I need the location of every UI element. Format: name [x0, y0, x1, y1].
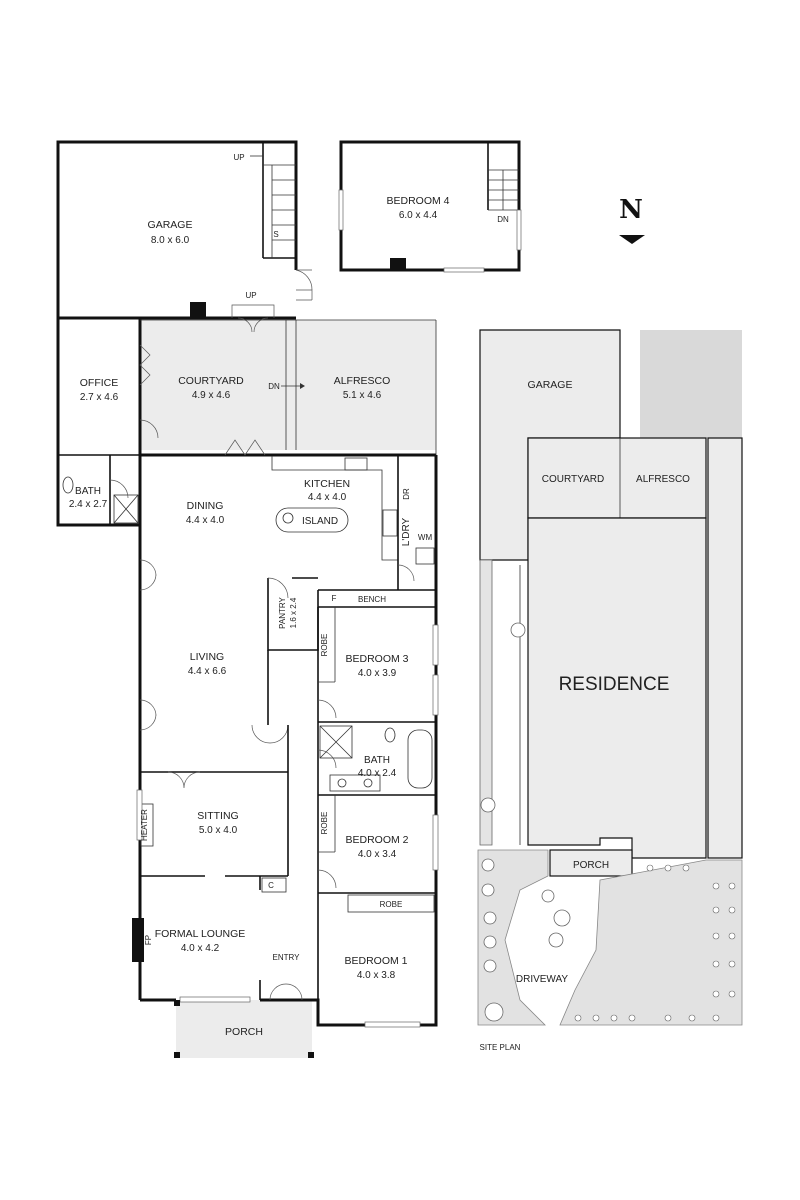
formal-lounge-fireplace: [132, 918, 144, 962]
bath-main-room-dims: 4.0 x 2.4: [358, 768, 397, 779]
small-bath-walls: [58, 454, 140, 525]
pantry-room-dims: 1.6 x 2.4: [289, 597, 298, 628]
site-plan-title: SITE PLAN: [480, 1043, 521, 1052]
heater-label: HEATER: [140, 809, 149, 841]
courtyard-dn-label: DN: [268, 382, 280, 391]
site-plan-residence-label: RESIDENCE: [559, 674, 670, 695]
front-porch-label: PORCH: [225, 1026, 263, 1038]
alfresco-room-name: ALFRESCO: [334, 375, 391, 387]
front-porch: [174, 1000, 314, 1058]
garage-block: [56, 140, 313, 333]
bedroom3-walls: [317, 607, 439, 723]
bedroom1-room-dims: 4.0 x 3.8: [357, 970, 396, 981]
dining-room-dims: 4.4 x 4.0: [186, 515, 225, 526]
bedroom1-walls: [317, 893, 435, 1028]
formal-lounge-walls: [132, 876, 303, 1003]
porch-paving: [176, 1000, 312, 1058]
bedroom2-room-dims: 4.0 x 3.4: [358, 849, 397, 860]
bedroom1-robe-label: ROBE: [380, 900, 403, 909]
office-room-dims: 2.7 x 4.6: [80, 392, 119, 403]
washing-machine-label: WM: [418, 533, 433, 542]
bedroom2-room-name: BEDROOM 2: [345, 834, 408, 846]
sitting-room-dims: 5.0 x 4.0: [199, 825, 238, 836]
bedroom1-room-name: BEDROOM 1: [344, 955, 407, 967]
formal-lounge-room-name: FORMAL LOUNGE: [155, 928, 246, 940]
office-room-name: OFFICE: [80, 377, 119, 389]
bedroom2-walls: [317, 795, 439, 894]
fireplace-fp-label: FP: [144, 935, 153, 945]
living-walls: [139, 559, 289, 744]
upper-room-walls: [139, 318, 437, 456]
bath-main-room-name: BATH: [364, 755, 390, 766]
site-plan-garage-label: GARAGE: [528, 379, 573, 391]
garage-room-name: GARAGE: [148, 219, 193, 231]
site-plan-driveway-label: DRIVEWAY: [516, 974, 569, 985]
bedroom4-stair-dn-label: DN: [497, 215, 509, 224]
pantry-room-name: PANTRY: [278, 596, 287, 628]
bedroom4-room-name: BEDROOM 4: [386, 195, 449, 207]
fridge-label: F: [332, 594, 337, 603]
bedroom2-robe-label: ROBE: [320, 812, 329, 835]
garage-room-dims: 8.0 x 6.0: [151, 235, 190, 246]
bedroom3-room-name: BEDROOM 3: [345, 653, 408, 665]
garage-fireplace-block: [190, 302, 206, 318]
living-room-name: LIVING: [190, 651, 224, 663]
bedroom4-fireplace-block: [390, 258, 406, 270]
garage-door-up-label: UP: [245, 291, 256, 300]
site-plan-alfresco-label: ALFRESCO: [636, 474, 690, 485]
bedroom3-room-dims: 4.0 x 3.9: [358, 668, 397, 679]
sitting-room-name: SITTING: [197, 810, 238, 822]
courtyard-alfresco-paving: [140, 320, 436, 450]
bath-small-room-dims: 2.4 x 2.7: [69, 499, 108, 510]
kitchen-room-name: KITCHEN: [304, 478, 350, 490]
north-arrow-icon: [619, 235, 645, 244]
site-plan-courtyard-label: COURTYARD: [542, 474, 604, 485]
bedroom3-robe-label: ROBE: [320, 634, 329, 657]
laundry-label: L'DRY: [401, 517, 412, 546]
site-plan-porch-label: PORCH: [573, 860, 609, 871]
kitchen-room-dims: 4.4 x 4.0: [308, 492, 347, 503]
courtyard-room-dims: 4.9 x 4.6: [192, 390, 231, 401]
island-label: ISLAND: [302, 516, 338, 527]
main-bath-walls: [317, 722, 436, 796]
garage-stair-up-label: UP: [233, 153, 244, 162]
garage-stair-s-label: S: [273, 230, 278, 239]
closet-c-label: C: [268, 881, 274, 890]
bedroom4-block: [338, 140, 522, 273]
sitting-walls: [136, 725, 289, 877]
courtyard-room-name: COURTYARD: [178, 375, 244, 387]
living-room-dims: 4.4 x 6.6: [188, 666, 227, 677]
bench-label: BENCH: [358, 595, 386, 604]
north-label: N: [619, 195, 643, 225]
dryer-label: DR: [402, 488, 411, 500]
site-plan: [477, 329, 743, 1026]
kitchen-fixtures: [271, 455, 436, 608]
alfresco-room-dims: 5.1 x 4.6: [343, 390, 382, 401]
dining-room-name: DINING: [187, 500, 224, 512]
entry-label: ENTRY: [273, 953, 301, 962]
bedroom4-room-dims: 6.0 x 4.4: [399, 210, 438, 221]
bath-small-room-name: BATH: [75, 486, 101, 497]
formal-lounge-room-dims: 4.0 x 4.2: [181, 943, 220, 954]
